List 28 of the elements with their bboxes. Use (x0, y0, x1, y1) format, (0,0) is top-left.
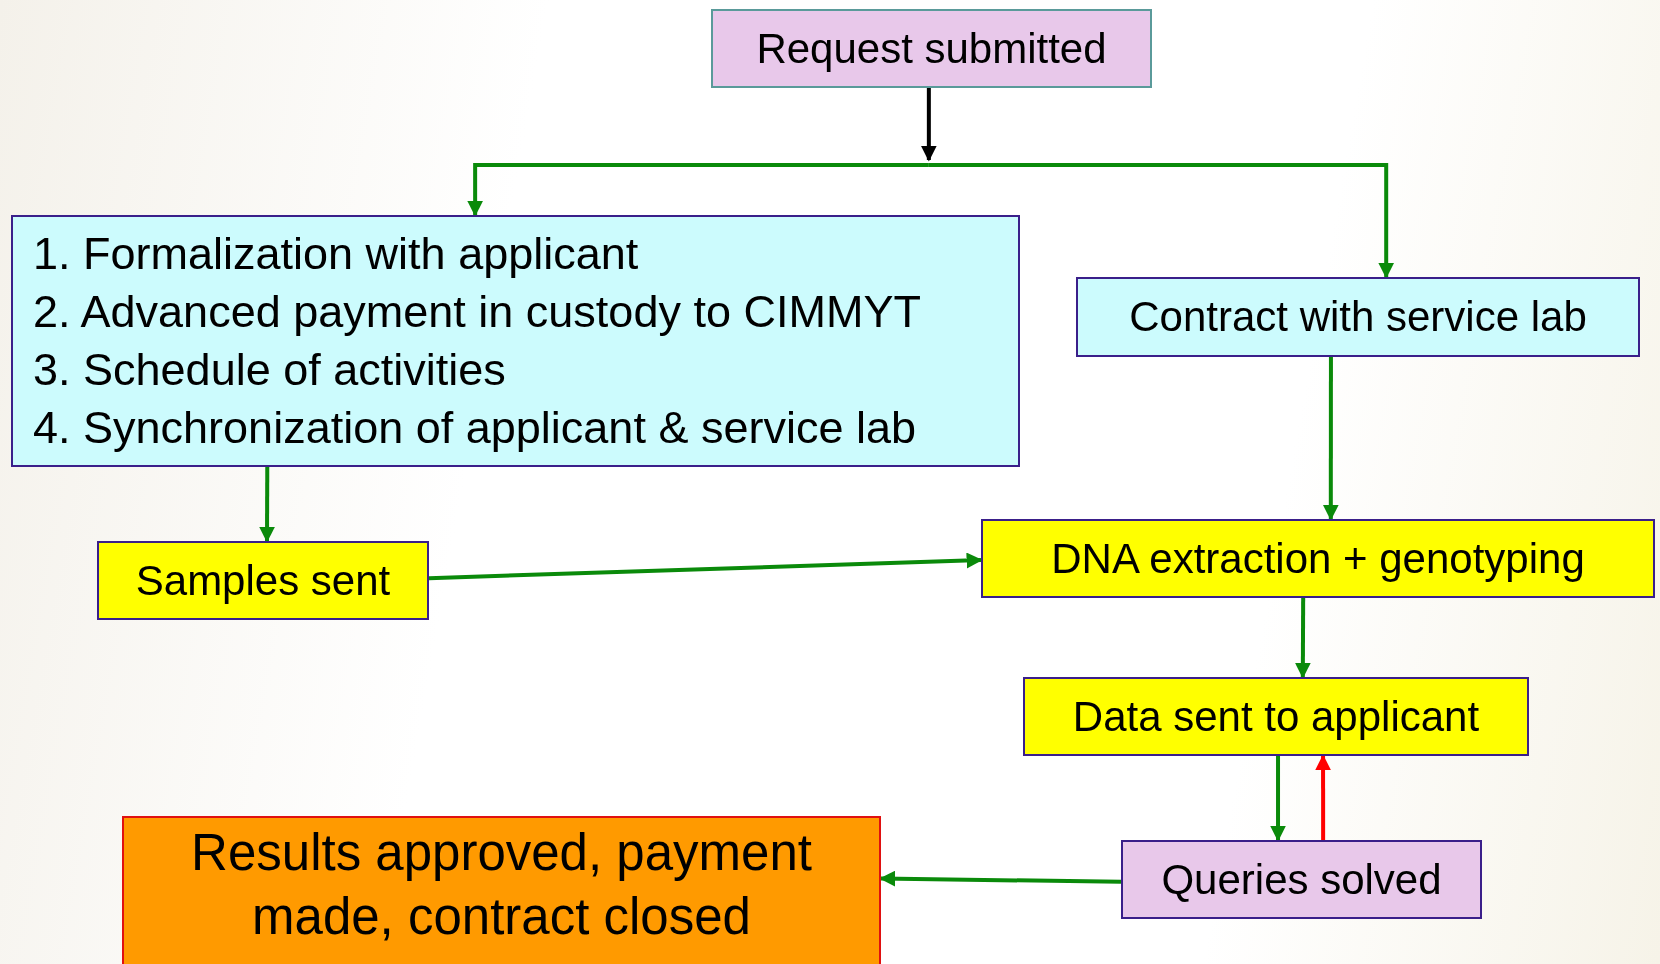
arrow (1315, 754, 1332, 840)
process-box (97, 541, 429, 620)
arrow (1322, 357, 1339, 521)
arrow (428, 552, 983, 581)
process-box (11, 215, 1020, 467)
arrow (1294, 598, 1311, 679)
box-label: Request submitted (756, 24, 1107, 73)
box-label: DNA extraction + genotyping (1051, 534, 1585, 583)
list-item: 3. Schedule of activities (33, 343, 506, 397)
box-label: Queries solved (1161, 855, 1442, 904)
list-item: 1. Formalization with applicant (33, 227, 639, 281)
list-item: 4. Synchronization of applicant & service lab (33, 401, 916, 455)
arrow (1270, 756, 1287, 842)
process-box (1121, 840, 1482, 919)
process-box (122, 816, 881, 964)
box-label: Contract with service lab (1129, 293, 1587, 341)
arrow (928, 163, 1395, 279)
list-item: 2. Advanced payment in custody to CIMMYT (33, 285, 921, 339)
arrow (920, 88, 937, 162)
process-box (1023, 677, 1529, 756)
arrow (259, 467, 276, 543)
box-label: Samples sent (135, 556, 391, 605)
process-box (981, 519, 1655, 598)
arrow (467, 163, 929, 217)
process-box (1076, 277, 1640, 357)
box-label: Data sent to applicant (1072, 692, 1480, 741)
box-label: Results approved, payment made, contract closed (190, 823, 813, 947)
process-box (711, 9, 1152, 88)
